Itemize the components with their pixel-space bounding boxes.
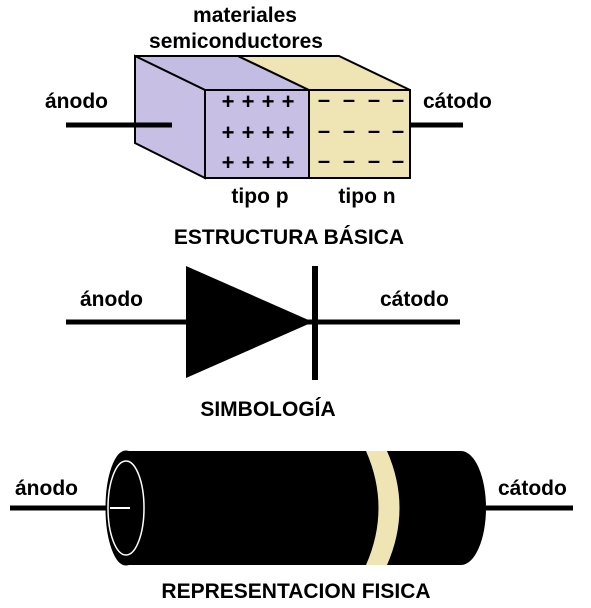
plus-sign: + bbox=[222, 120, 235, 145]
plus-sign: + bbox=[262, 89, 275, 114]
structure-anode-label: ánodo bbox=[45, 90, 108, 113]
diode-symbol-triangle bbox=[186, 266, 313, 378]
p-type-charges: + + + + + + + + + + + + bbox=[222, 89, 295, 175]
plus-sign: + bbox=[282, 120, 295, 145]
semiconductor-materials-label-line2: semiconductores bbox=[149, 30, 323, 53]
plus-sign: + bbox=[282, 150, 295, 175]
n-type-charges: – – – – – – – – – – – – bbox=[318, 87, 404, 173]
minus-sign: – bbox=[368, 148, 380, 173]
minus-sign: – bbox=[343, 118, 355, 143]
minus-sign: – bbox=[318, 118, 330, 143]
plus-sign: + bbox=[242, 120, 255, 145]
plus-sign: + bbox=[282, 89, 295, 114]
structure-cathode-label: cátodo bbox=[423, 90, 492, 113]
physical-anode-label: ánodo bbox=[15, 477, 78, 500]
semiconductor-materials-label-line1: materiales bbox=[193, 4, 297, 27]
minus-sign: – bbox=[392, 118, 404, 143]
symbol-anode-label: ánodo bbox=[80, 288, 143, 311]
diode-body bbox=[126, 451, 486, 565]
minus-sign: – bbox=[318, 87, 330, 112]
minus-sign: – bbox=[392, 87, 404, 112]
physical-cathode-label: cátodo bbox=[498, 477, 567, 500]
basic-structure-section: materiales semiconductores + + + + + + +… bbox=[45, 4, 492, 249]
symbol-caption: SIMBOLOGÍA bbox=[200, 398, 335, 421]
n-region-front-face bbox=[308, 89, 411, 179]
plus-sign: + bbox=[222, 150, 235, 175]
plus-sign: + bbox=[222, 89, 235, 114]
physical-caption: REPRESENTACION FISICA bbox=[161, 580, 430, 603]
minus-sign: – bbox=[318, 148, 330, 173]
minus-sign: – bbox=[343, 87, 355, 112]
symbol-cathode-label: cátodo bbox=[380, 288, 449, 311]
minus-sign: – bbox=[368, 118, 380, 143]
cathode-band bbox=[366, 451, 400, 565]
minus-sign: – bbox=[368, 87, 380, 112]
physical-section: ánodo cátodo REPRESENTACION FISICA bbox=[10, 450, 573, 603]
plus-sign: + bbox=[262, 150, 275, 175]
n-type-label: tipo n bbox=[338, 185, 395, 208]
minus-sign: – bbox=[343, 148, 355, 173]
plus-sign: + bbox=[262, 120, 275, 145]
p-region-front-face bbox=[204, 89, 310, 179]
p-type-label: tipo p bbox=[231, 185, 288, 208]
symbol-section: ánodo cátodo SIMBOLOGÍA bbox=[66, 266, 460, 421]
plus-sign: + bbox=[242, 150, 255, 175]
diode-end-cap-rim bbox=[107, 460, 145, 556]
basic-structure-caption: ESTRUCTURA BÁSICA bbox=[174, 226, 404, 249]
plus-sign: + bbox=[242, 89, 255, 114]
minus-sign: – bbox=[392, 148, 404, 173]
